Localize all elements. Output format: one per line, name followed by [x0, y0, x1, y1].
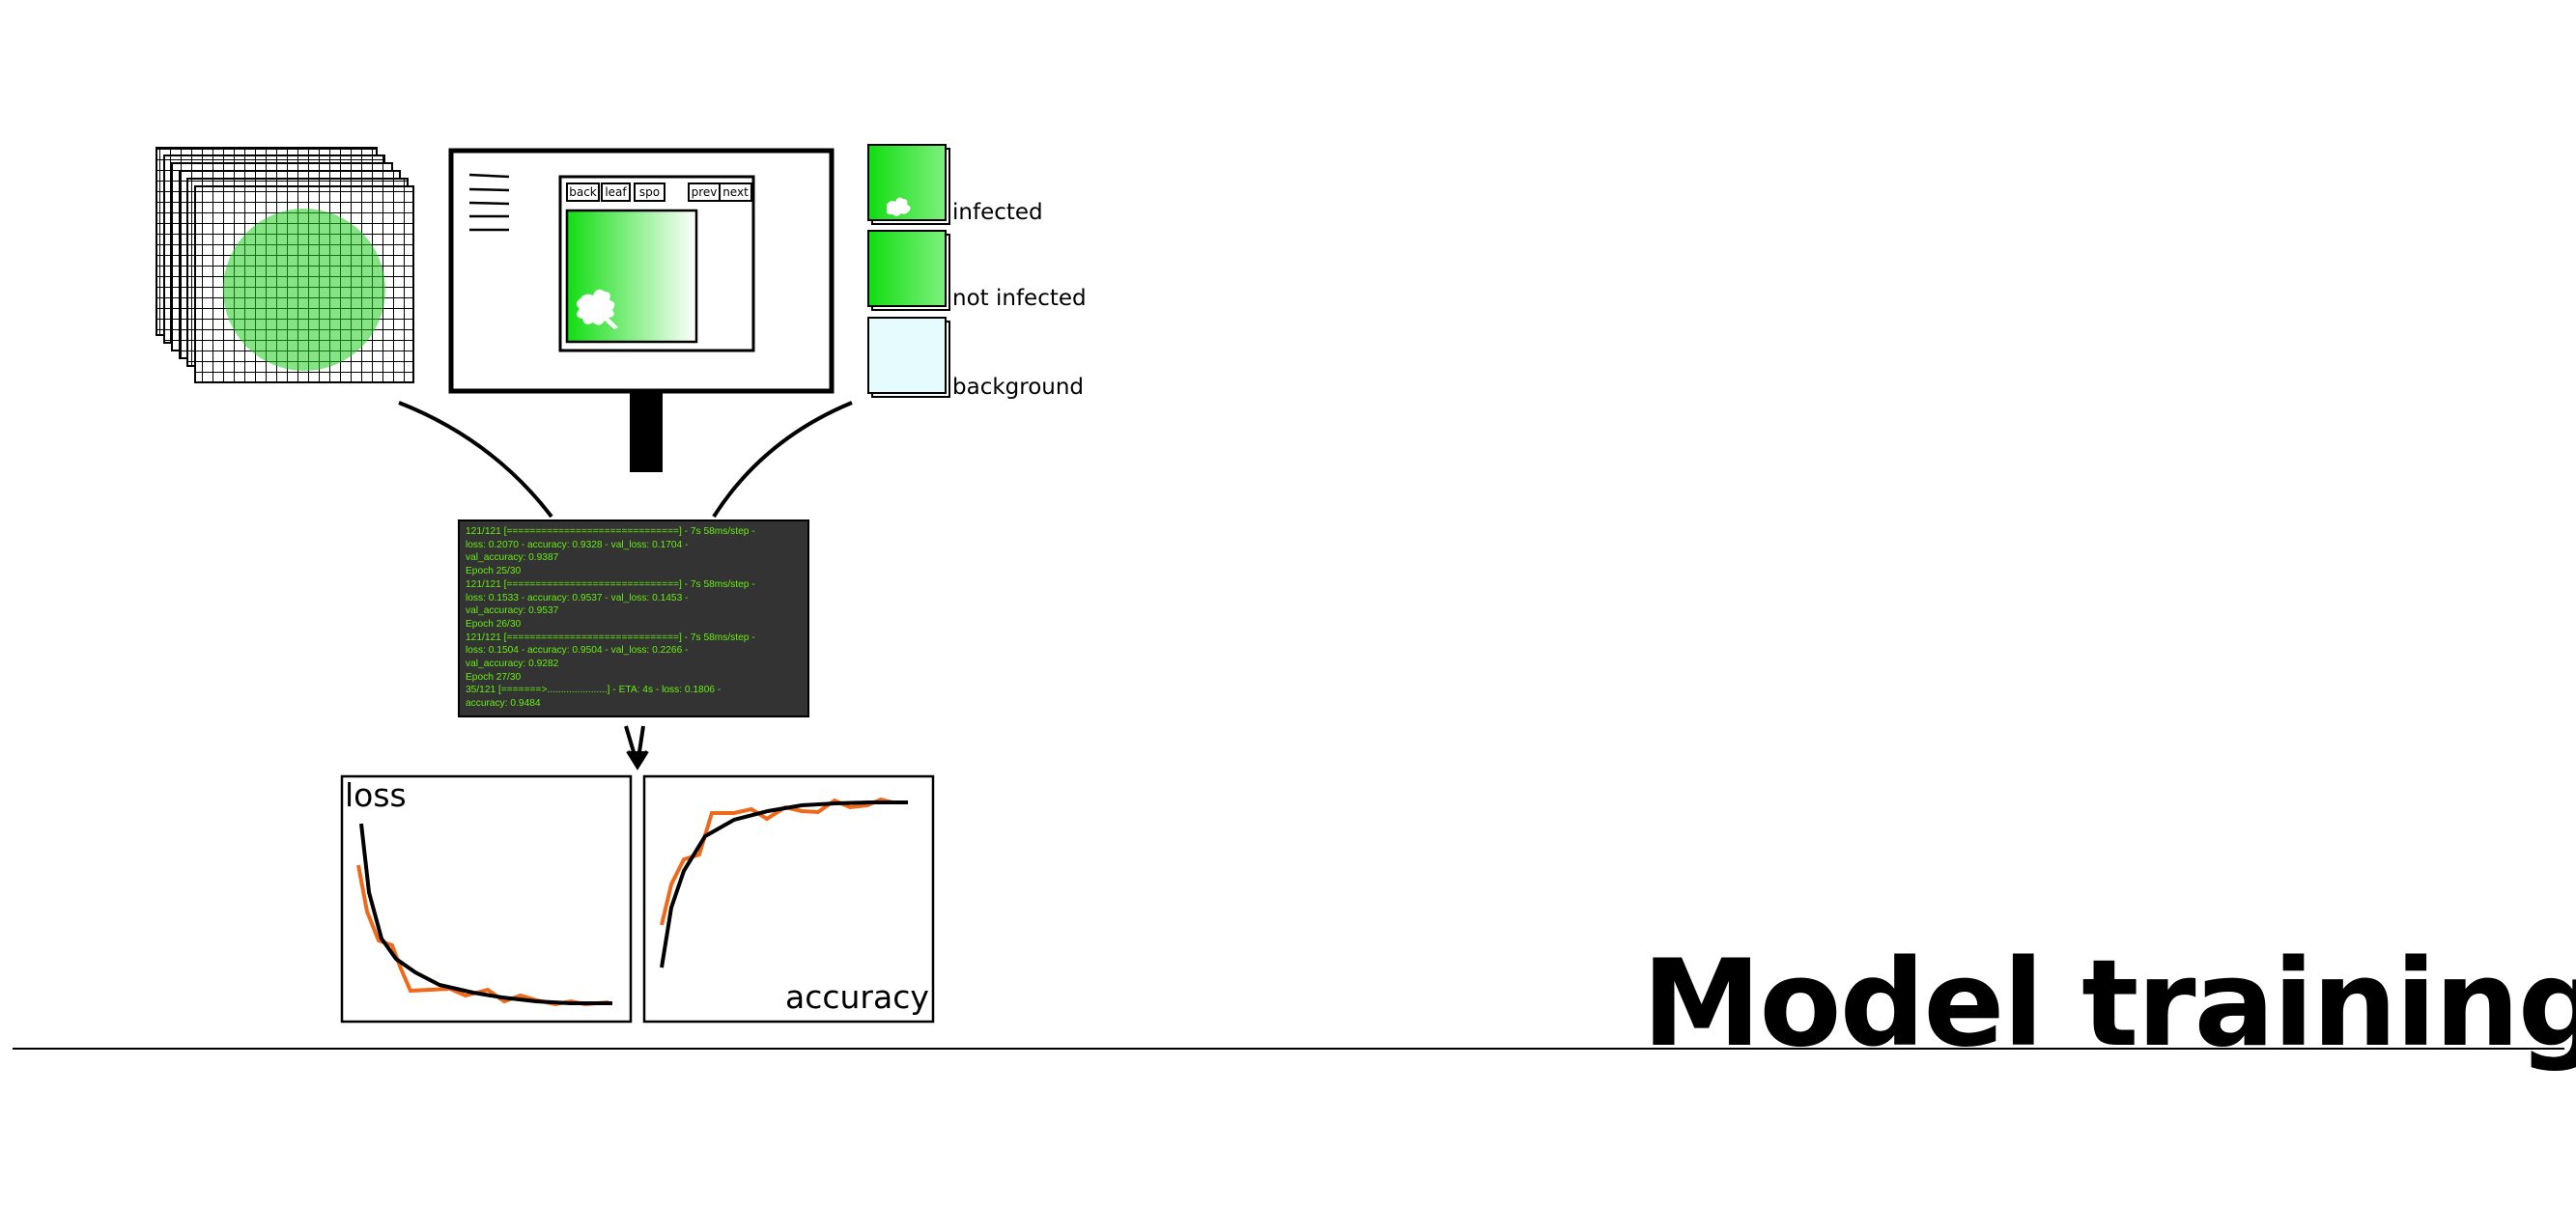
class-label-infected: infected [952, 200, 1043, 225]
terminal-line: loss: 0.1504 - accuracy: 0.9504 - val_lo… [466, 645, 689, 657]
tile-not-infected [867, 230, 947, 307]
terminal-line: loss: 0.1533 - accuracy: 0.9537 - val_lo… [466, 592, 689, 604]
next-button[interactable]: next [719, 182, 752, 202]
accuracy-plot-frame [642, 774, 935, 1024]
training-terminal: 121/121 [==============================]… [458, 519, 809, 717]
lesion-small-icon [886, 197, 911, 216]
down-arrow [624, 725, 649, 771]
tile-background [867, 317, 947, 394]
page-title: Model training [1642, 935, 2576, 1074]
terminal-line: loss: 0.2070 - accuracy: 0.9328 - val_lo… [466, 539, 689, 550]
accuracy-train-curve [660, 800, 908, 968]
terminal-line: Epoch 26/30 [466, 618, 522, 630]
loss-plot-frame [340, 774, 633, 1024]
class-label-background: background [952, 375, 1085, 400]
terminal-line: accuracy: 0.9484 [466, 698, 541, 710]
accuracy-plot-label: accuracy [785, 978, 929, 1016]
class-label-not-infected: not infected [952, 286, 1087, 311]
annotation-monitor [448, 148, 835, 472]
back-button[interactable]: back [566, 182, 600, 202]
monitor-stand [630, 393, 663, 472]
terminal-line: 121/121 [==============================]… [466, 526, 755, 537]
terminal-line: val_accuracy: 0.9387 [466, 552, 559, 564]
leaf-button[interactable]: leaf [601, 182, 631, 202]
image-stack [156, 147, 414, 383]
menu-icon [468, 173, 510, 232]
terminal-line: Epoch 27/30 [466, 671, 522, 683]
terminal-line: val_accuracy: 0.9282 [466, 659, 559, 670]
class-tiles [867, 144, 950, 398]
loss-plot-label: loss [345, 776, 407, 814]
prev-button[interactable]: prev [688, 182, 721, 202]
connector-right [712, 401, 853, 519]
spo-button[interactable]: spo [634, 182, 665, 202]
terminal-line: 35/121 [=======>......................] … [466, 685, 722, 696]
terminal-line: Epoch 25/30 [466, 566, 522, 577]
terminal-line: 121/121 [==============================]… [466, 632, 755, 643]
terminal-line: val_accuracy: 0.9537 [466, 605, 559, 617]
connector-left [398, 401, 553, 519]
terminal-line: 121/121 [==============================]… [466, 578, 755, 590]
loss-train-curve [359, 823, 612, 1005]
lesion-icon [577, 289, 618, 329]
